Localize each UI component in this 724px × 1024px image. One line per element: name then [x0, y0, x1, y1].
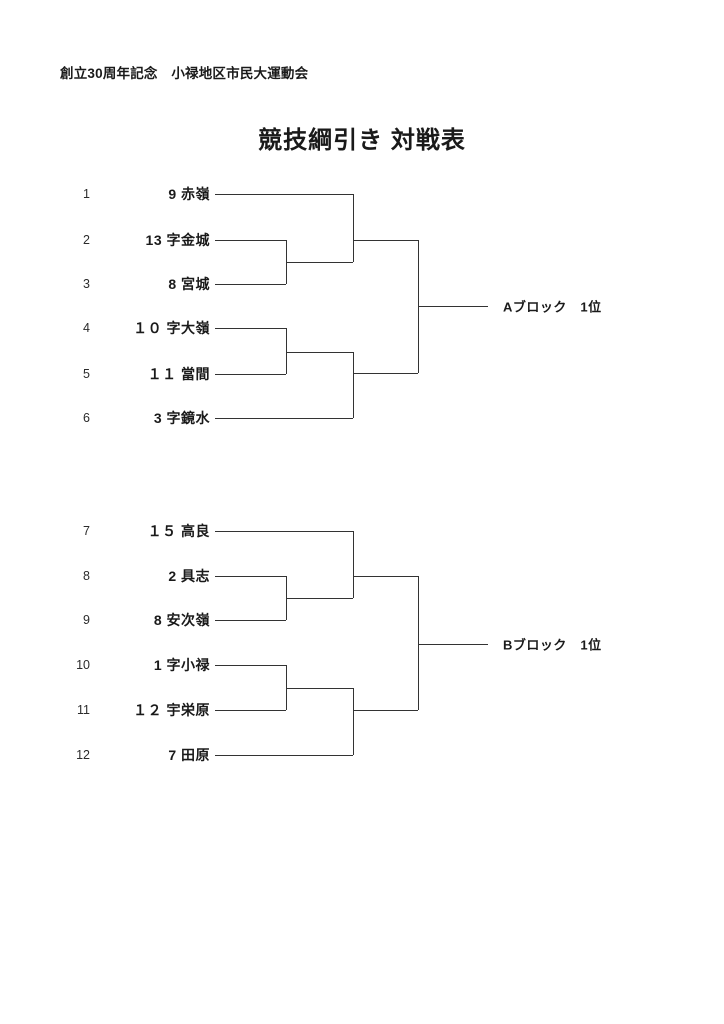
- bracket-semifinal-lower: [353, 352, 354, 418]
- bracket-line-winner-8-9: [286, 598, 353, 599]
- bracket-line-seed-9: [215, 620, 286, 621]
- seed-number: 4: [83, 321, 90, 335]
- seed-number: 9: [83, 613, 90, 627]
- bracket-line-seed-1: [215, 194, 353, 195]
- bracket-line-semifinal-upper: [353, 240, 418, 241]
- bracket-line-champion: [418, 306, 488, 307]
- seed-number: 1: [83, 187, 90, 201]
- seed-number: 2: [83, 233, 90, 247]
- team-label: 13 字金城: [145, 232, 210, 248]
- bracket-line-seed-2: [215, 240, 286, 241]
- block-result-label: Bブロック 1位: [503, 637, 602, 653]
- seed-number: 12: [76, 748, 90, 762]
- page-title: 競技綱引き 対戦表: [258, 127, 466, 154]
- seed-number: 11: [77, 703, 90, 717]
- bracket-join-4-5: [286, 328, 287, 374]
- seed-number: 5: [83, 367, 90, 381]
- bracket-line-seed-8: [215, 576, 286, 577]
- seed-number: 3: [83, 277, 90, 291]
- bracket-line-seed-4: [215, 328, 286, 329]
- bracket-line-winner-2-3: [286, 262, 353, 263]
- bracket-line-seed-11: [215, 710, 286, 711]
- block-result-label: Aブロック 1位: [503, 299, 602, 315]
- bracket-final-join: [418, 576, 419, 710]
- team-label: 9 赤嶺: [168, 186, 210, 202]
- bracket-line-semifinal-upper: [353, 576, 418, 577]
- bracket-semifinal-lower: [353, 688, 354, 755]
- bracket-line-winner-4-5: [286, 352, 353, 353]
- team-label: 1 字小禄: [153, 657, 210, 673]
- team-label: １０ 字大嶺: [133, 320, 210, 336]
- bracket-line-semifinal-lower: [353, 710, 418, 711]
- bracket-line-winner-10-11: [286, 688, 353, 689]
- bracket-line-seed-12: [215, 755, 353, 756]
- team-label: 8 安次嶺: [153, 612, 210, 628]
- team-label: 2 具志: [168, 568, 210, 584]
- team-label: 3 字鏡水: [153, 410, 210, 426]
- team-label: 8 宮城: [168, 276, 210, 292]
- bracket-semifinal-upper: [353, 531, 354, 598]
- seed-number: 6: [83, 411, 90, 425]
- bracket-line-seed-3: [215, 284, 286, 285]
- bracket-line-champion: [418, 644, 488, 645]
- seed-number: 8: [83, 569, 90, 583]
- team-label: １２ 宇栄原: [133, 702, 210, 718]
- bracket-semifinal-upper: [353, 194, 354, 262]
- bracket-line-seed-6: [215, 418, 353, 419]
- bracket-line-seed-5: [215, 374, 286, 375]
- bracket-join-10-11: [286, 665, 287, 710]
- bracket-line-seed-10: [215, 665, 286, 666]
- team-label: １５ 高良: [147, 523, 210, 539]
- team-label: １１ 當間: [147, 366, 210, 382]
- document-header: 創立30周年記念 小禄地区市民大運動会: [60, 66, 309, 81]
- team-label: 7 田原: [168, 747, 210, 763]
- bracket-line-seed-7: [215, 531, 353, 532]
- seed-number: 7: [83, 524, 90, 538]
- bracket-line-semifinal-lower: [353, 373, 418, 374]
- seed-number: 10: [76, 658, 90, 672]
